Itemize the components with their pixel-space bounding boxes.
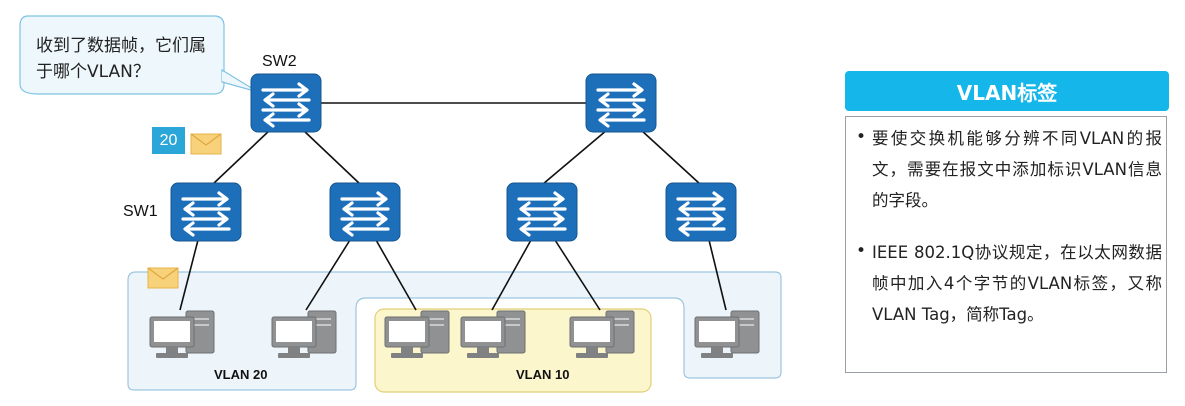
bullet-item: 要使交换机能够分辨不同VLAN的报文，需要在报文中添加标识VLAN信息的字段。 xyxy=(872,129,1162,210)
switch-label-sw1: SW1 xyxy=(123,203,158,220)
switch-icon-sw1 xyxy=(169,181,243,243)
envelope-icon xyxy=(147,267,179,289)
switch-icon-sw2 xyxy=(249,72,323,134)
speech-bubble-text: 收到了数据帧，它们属于哪个VLAN？ xyxy=(36,36,206,82)
vlan20-label: VLAN 20 xyxy=(214,367,268,382)
vlan10-label: VLAN 10 xyxy=(516,367,570,382)
bullet-item: IEEE 802.1Q协议规定，在以太网数据帧中加入4个字节的VLAN标签，又称… xyxy=(872,243,1162,324)
switch-icon xyxy=(664,181,738,243)
envelope-icon xyxy=(190,133,222,155)
info-panel: • 要使交换机能够分辨不同VLAN的报文，需要在报文中添加标识VLAN信息的字段… xyxy=(845,116,1167,373)
switch-icon xyxy=(584,72,658,134)
switch-label-sw2: SW2 xyxy=(262,53,297,70)
vlan-tag-badge: 20 xyxy=(152,127,185,154)
bullet-marker: • xyxy=(856,241,867,261)
panel-title: VLAN标签 xyxy=(845,71,1169,111)
speech-bubble xyxy=(19,15,225,95)
switch-icon xyxy=(328,181,402,243)
switch-icon xyxy=(505,181,579,243)
bullet-marker: • xyxy=(856,127,867,147)
vlan20-region xyxy=(127,271,782,391)
